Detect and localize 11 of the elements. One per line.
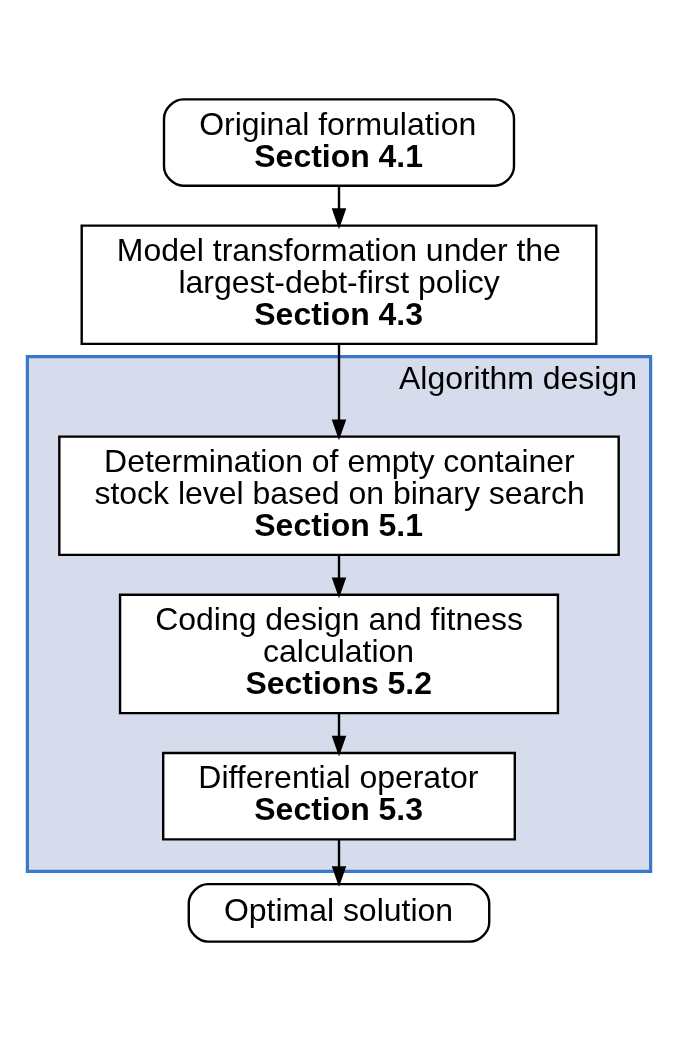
node-box: Original formulation Section 4.1 (162, 97, 516, 187)
arrow (331, 343, 347, 440)
arrow (331, 185, 347, 229)
node-box: Determination of empty container stock level based on binary search Section 5.1 (58, 434, 620, 556)
node-box: Optimal solution (187, 882, 491, 943)
node-box: Model transformation under the largest-debt-first policy Section 4.3 (80, 223, 598, 345)
arrow (331, 554, 347, 598)
node-box: Differential operator Section 5.3 (162, 751, 516, 841)
node-box: Coding design and fitness calculation Sections 5.2 (118, 593, 560, 714)
arrow (331, 838, 347, 887)
arrow (331, 712, 347, 757)
